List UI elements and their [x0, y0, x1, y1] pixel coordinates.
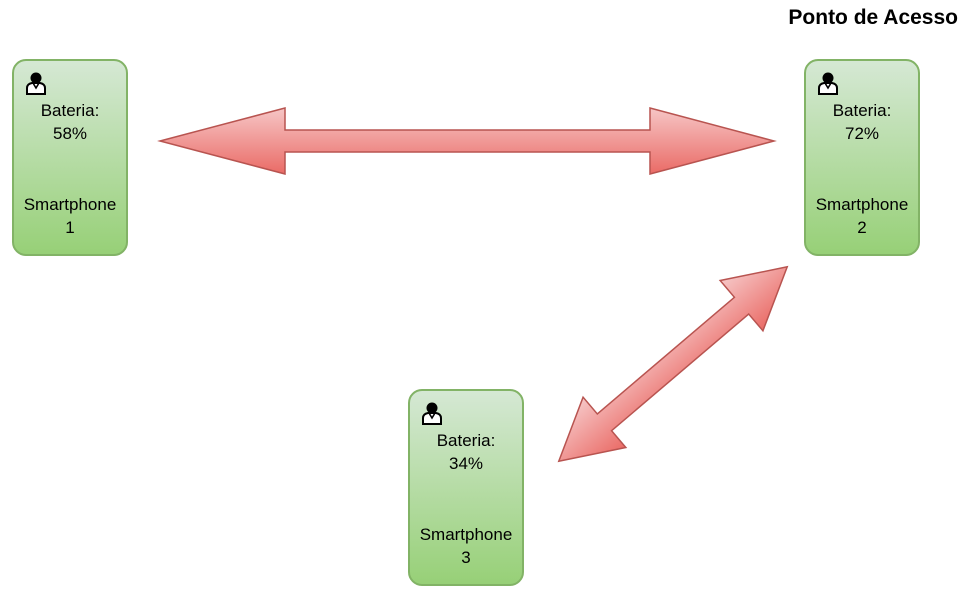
node-name: Smartphone — [23, 195, 117, 214]
node-name: Smartphone — [815, 195, 909, 214]
battery-value: 34% — [448, 454, 484, 473]
connection-arrow-1-2 — [157, 107, 777, 175]
smartphone-node-1[interactable]: Bateria: 58% Smartphone 1 — [12, 59, 128, 256]
connection-arrow-3-2 — [557, 265, 789, 463]
user-icon — [818, 72, 838, 95]
node-number: 3 — [461, 548, 471, 567]
user-icon — [422, 402, 442, 425]
battery-label: Bateria: — [40, 101, 100, 120]
node-number: 1 — [65, 218, 75, 237]
battery-value: 72% — [844, 124, 880, 143]
battery-label: Bateria: — [832, 101, 892, 120]
access-point-title: Ponto de Acesso — [788, 6, 958, 29]
node-name: Smartphone — [419, 525, 513, 544]
smartphone-node-2[interactable]: Bateria: 72% Smartphone 2 — [804, 59, 920, 256]
battery-label: Bateria: — [436, 431, 496, 450]
user-icon — [26, 72, 46, 95]
battery-value: 58% — [52, 124, 88, 143]
node-number: 2 — [857, 218, 867, 237]
smartphone-node-3[interactable]: Bateria: 34% Smartphone 3 — [408, 389, 524, 586]
